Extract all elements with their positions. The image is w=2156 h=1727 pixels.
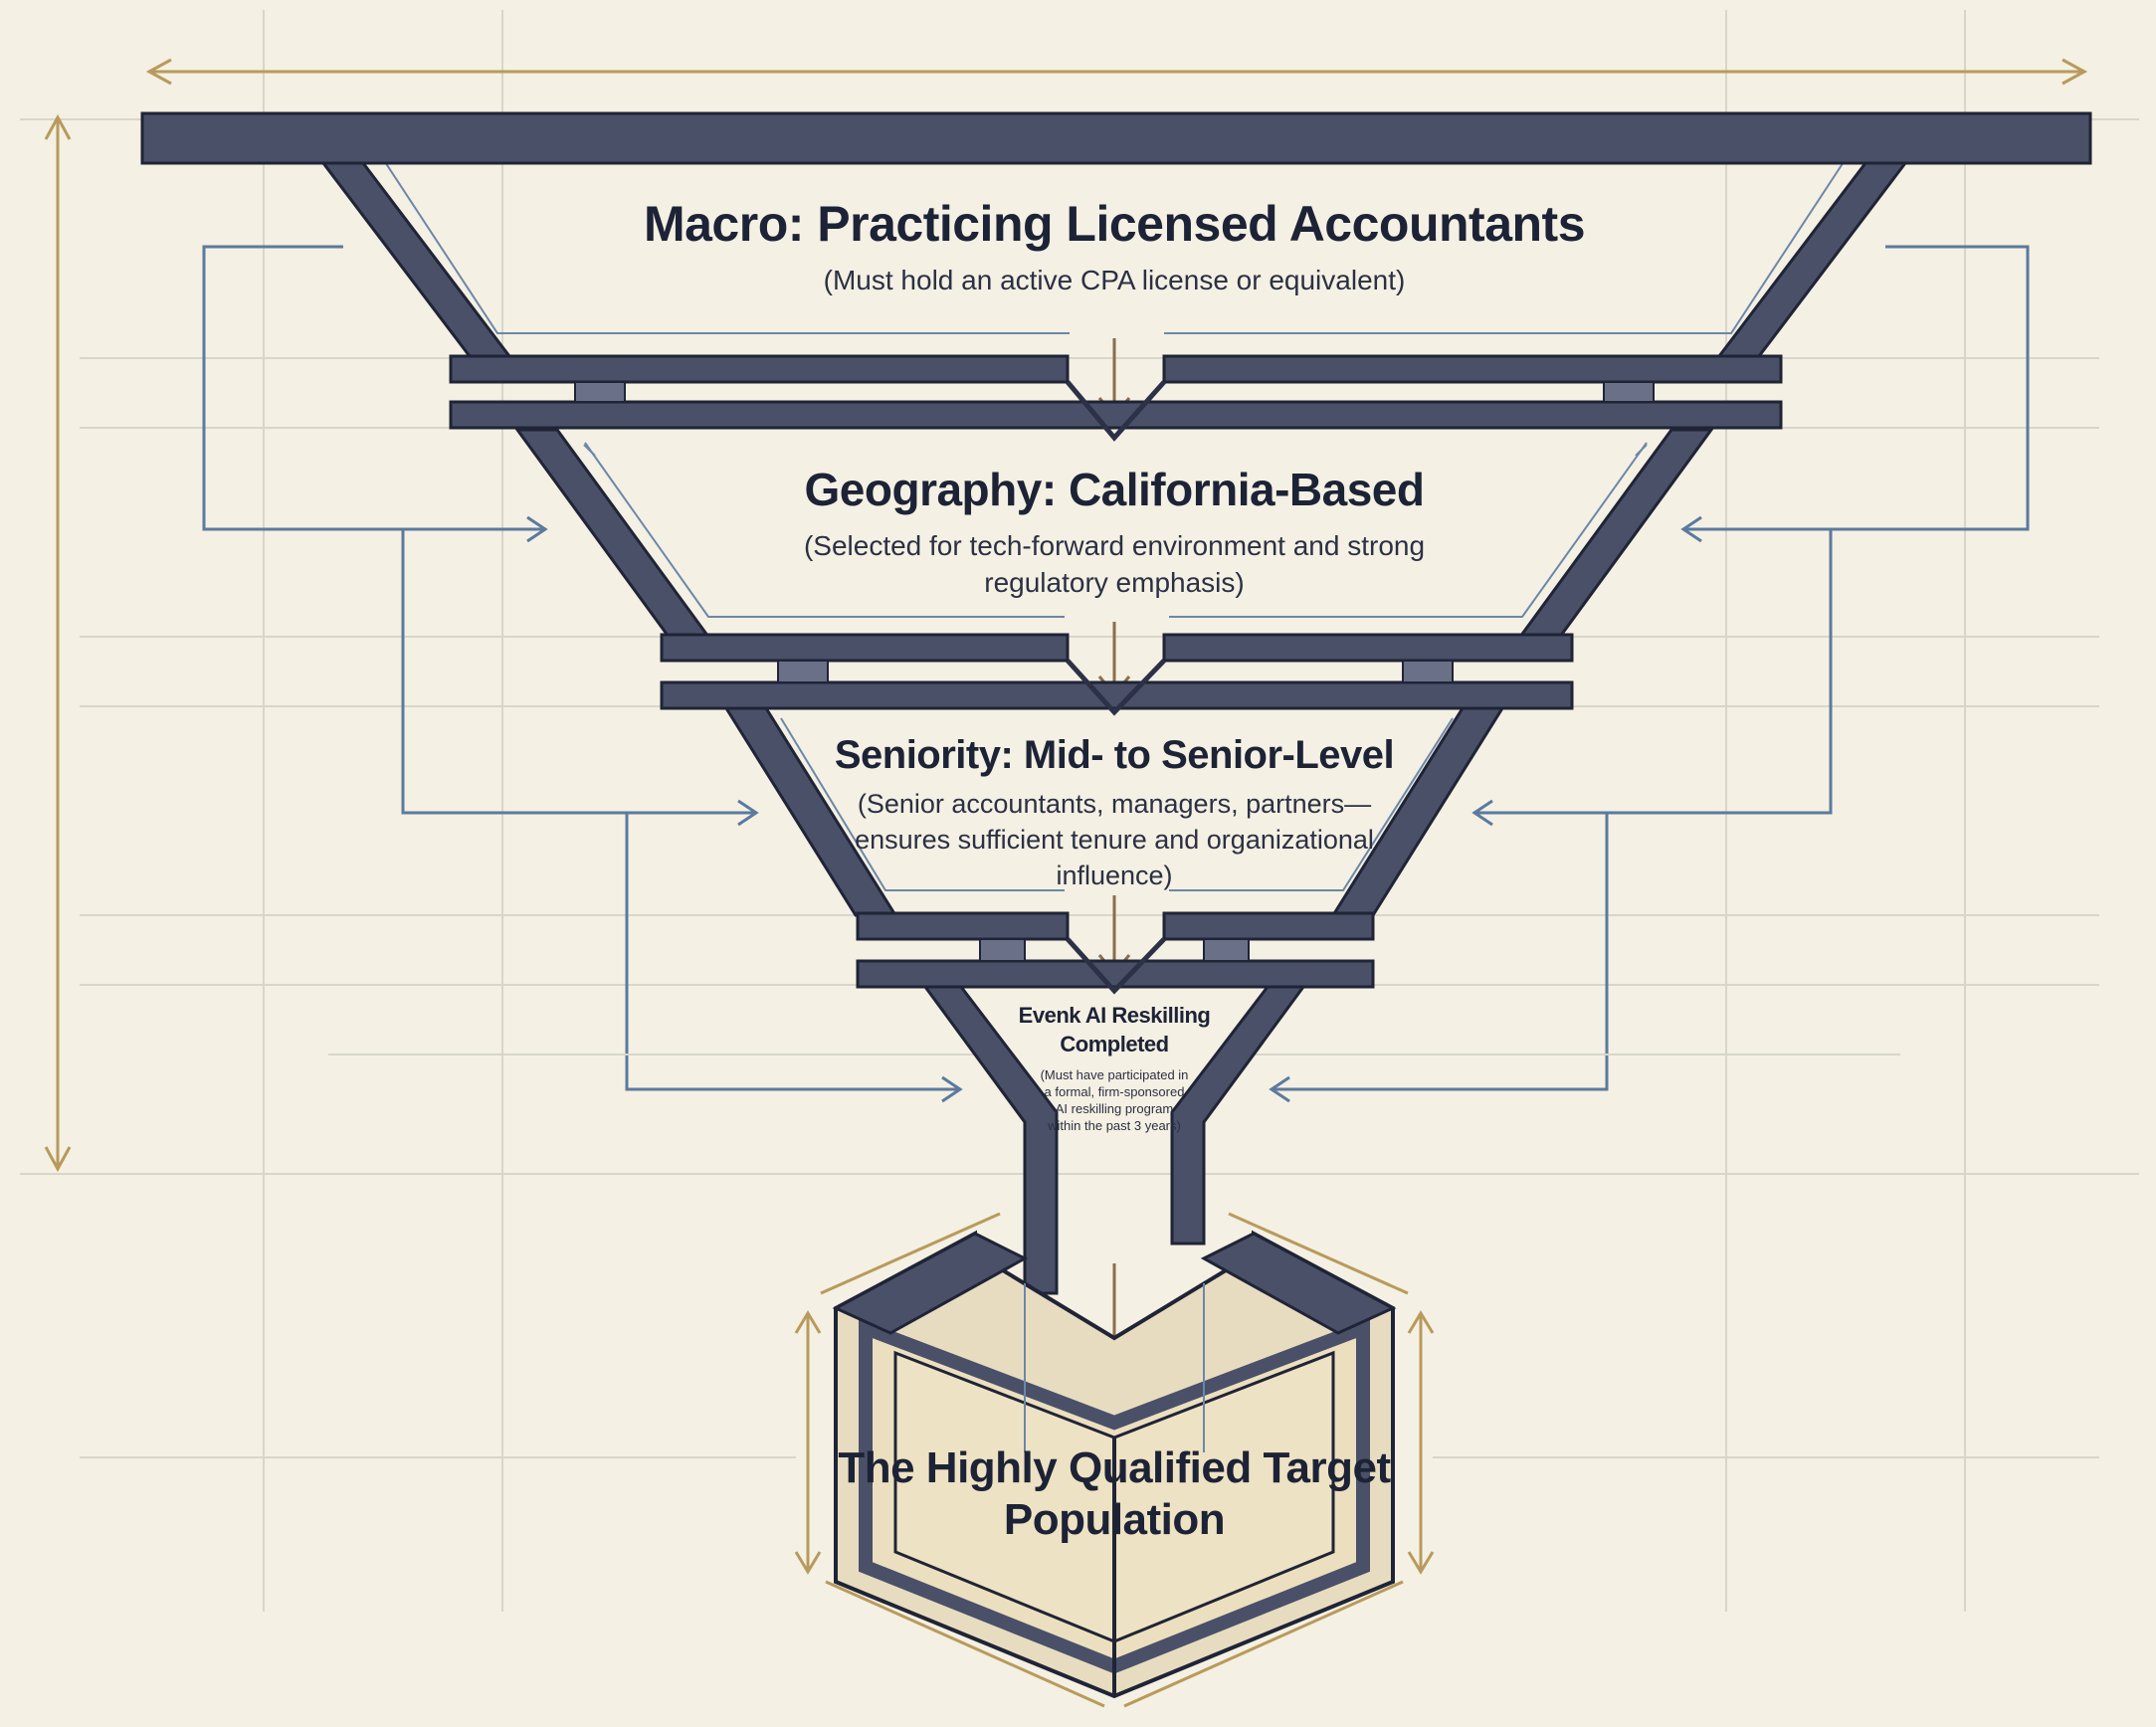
stage-bars: [449, 354, 1783, 989]
stage-ai-reskilling-description: (Must have participated in a formal, fir…: [1040, 1067, 1189, 1133]
box-dimension-arrows: [794, 1212, 1435, 1708]
stage-macro-title: Macro: Practicing Licensed Accountants: [643, 196, 1586, 252]
stage-ai-reskilling-title: Evenk AI Reskilling Completed: [1018, 1003, 1211, 1056]
stage-macro-description: (Must hold an active CPA license or equi…: [823, 265, 1406, 295]
guide-arrows: [202, 245, 2030, 1103]
stage-geography-description: (Selected for tech-forward environment a…: [803, 530, 1426, 598]
funnel-walls: [140, 111, 2092, 1295]
stage-seniority-description: (Senior accountants, managers, partners—…: [855, 789, 1374, 890]
target-box: [832, 1230, 1397, 1699]
funnel-notches: [1066, 380, 1166, 995]
inner-guides: [369, 138, 1860, 891]
target-population-title: The Highly Qualified Target Population: [838, 1443, 1391, 1544]
stage-geography-title: Geography: California-Based: [804, 464, 1425, 515]
stage-seniority-title: Seniority: Mid- to Senior-Level: [834, 733, 1395, 777]
dimension-arrows: [44, 58, 2088, 1173]
bar-connectors: [574, 381, 1655, 962]
